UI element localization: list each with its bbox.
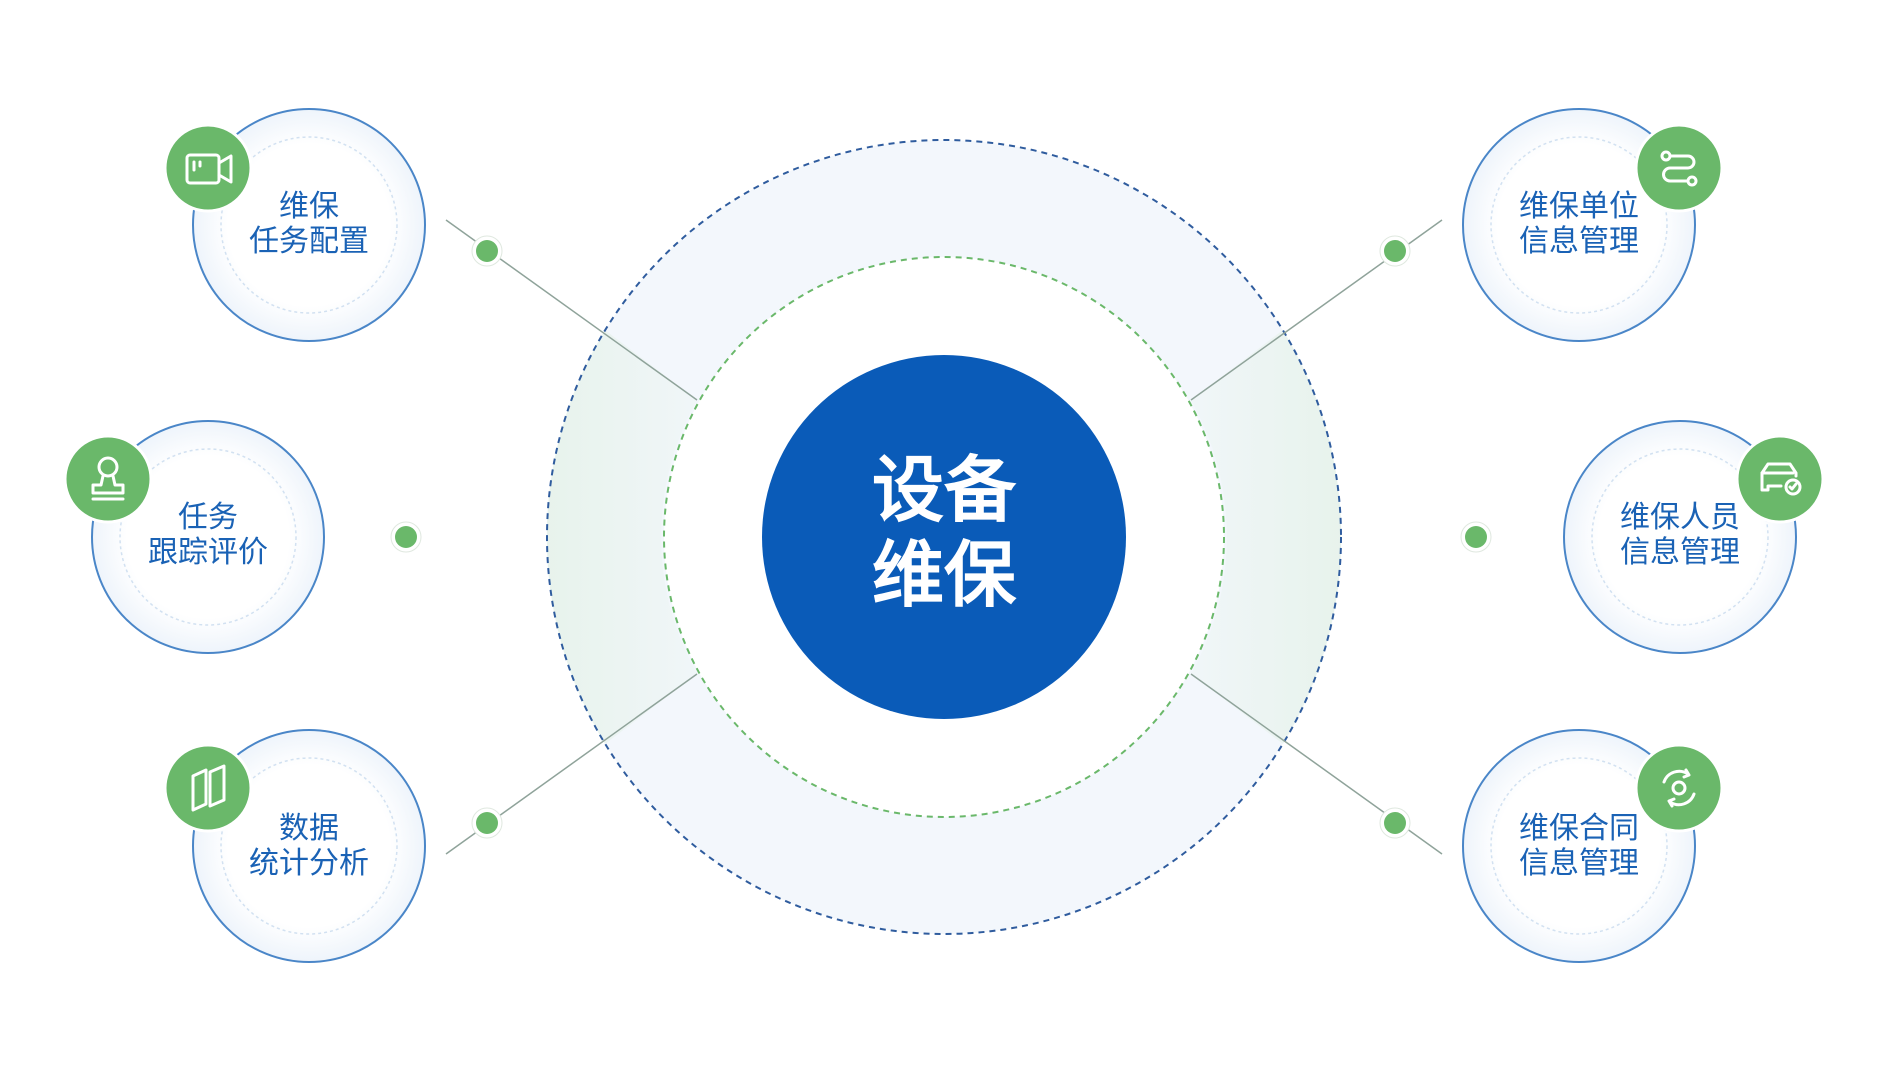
node-unit-info[interactable]: 维保单位 信息管理 xyxy=(1462,108,1724,342)
connector-dot xyxy=(1379,235,1411,267)
node-label-line1: 维保合同 xyxy=(1519,811,1639,846)
connector-dot xyxy=(1379,807,1411,839)
node-data-analysis[interactable]: 数据 统计分析 xyxy=(163,729,426,963)
node-inner-ring xyxy=(1490,136,1668,314)
node-label-line2: 信息管理 xyxy=(1519,224,1639,259)
node-label-line1: 数据 xyxy=(279,811,339,846)
node-inner-ring xyxy=(220,136,398,314)
node-label-line2: 任务配置 xyxy=(249,224,369,259)
center-title-line2: 维保 xyxy=(872,533,1017,617)
center-title-line1: 设备 xyxy=(872,448,1017,532)
node-task-config[interactable]: 维保 任务配置 xyxy=(163,108,426,342)
left-wedge xyxy=(546,330,697,744)
node-label-line2: 跟踪评价 xyxy=(148,535,268,570)
center-circle: 设备 维保 xyxy=(762,355,1126,719)
node-label-line2: 统计分析 xyxy=(249,846,369,881)
node-task-tracking[interactable]: 任务 跟踪评价 xyxy=(63,420,325,654)
node-inner-ring xyxy=(119,448,297,626)
stamp-icon xyxy=(63,434,153,524)
outer-dashed-ring xyxy=(546,139,1342,935)
connector-dot xyxy=(1460,521,1492,553)
inner-dashed-ring xyxy=(663,256,1225,818)
node-inner-ring xyxy=(1591,448,1769,626)
node-label-line2: 信息管理 xyxy=(1519,846,1639,881)
refresh-cycle-icon xyxy=(1634,743,1724,833)
node-contract-info[interactable]: 维保合同 信息管理 xyxy=(1462,729,1724,963)
car-check-icon xyxy=(1735,434,1825,524)
video-camera-icon xyxy=(163,123,253,213)
node-label-line1: 维保 xyxy=(279,189,339,224)
node-inner-ring xyxy=(1490,757,1668,935)
node-staff-info[interactable]: 维保人员 信息管理 xyxy=(1563,420,1825,654)
book-icon xyxy=(163,743,253,833)
node-inner-ring xyxy=(220,757,398,935)
node-label-line1: 任务 xyxy=(178,500,238,535)
connector-dot xyxy=(390,521,422,553)
node-label-line2: 信息管理 xyxy=(1620,535,1740,570)
connector-dot xyxy=(471,807,503,839)
node-label-line1: 维保人员 xyxy=(1620,500,1740,535)
route-icon xyxy=(1634,123,1724,213)
node-label-line1: 维保单位 xyxy=(1519,189,1639,224)
right-wedge xyxy=(1191,330,1342,744)
connector-dots xyxy=(390,235,1492,839)
connector-dot xyxy=(471,235,503,267)
